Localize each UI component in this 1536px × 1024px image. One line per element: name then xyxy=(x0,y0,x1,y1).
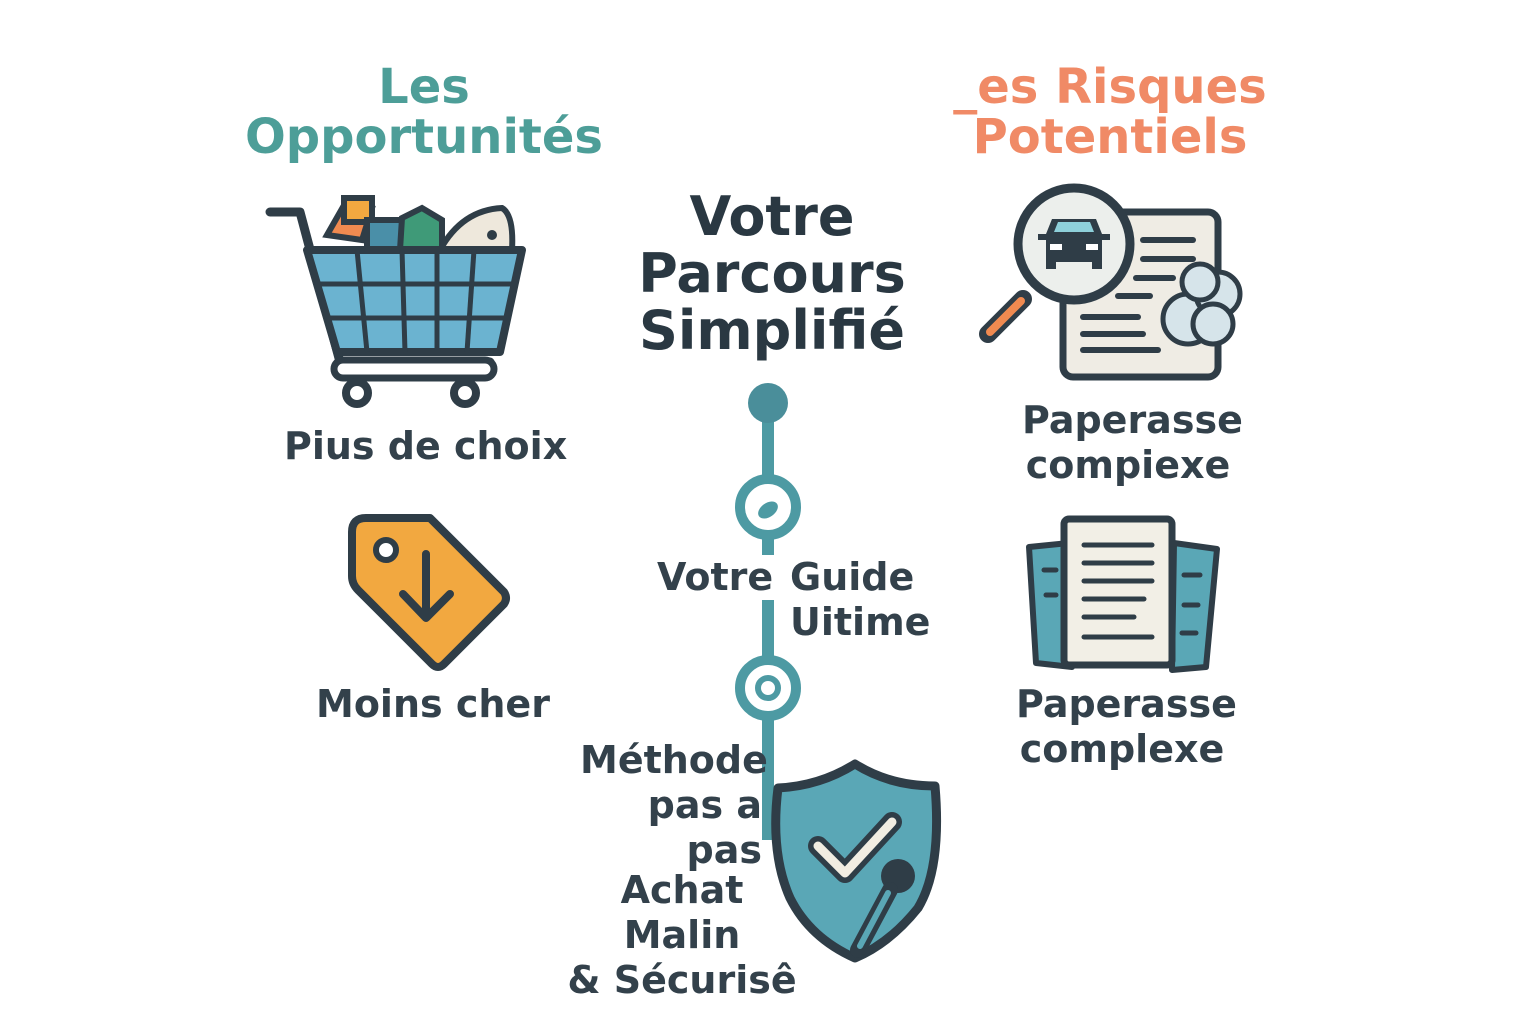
timeline xyxy=(735,383,801,840)
label-line: complexe xyxy=(1019,727,1225,771)
label-line: Paperasse xyxy=(1016,682,1237,726)
step-method-label: Méthode pas a pas xyxy=(580,738,768,873)
title-line: Les xyxy=(378,59,470,115)
title-line: Opportunités xyxy=(245,109,603,165)
title-line: Simplifié xyxy=(639,299,905,362)
timeline-start-dot xyxy=(748,383,788,423)
title-line: _es Risques xyxy=(953,59,1267,115)
label-line: Paperasse xyxy=(1022,398,1243,442)
label-line: Uitime xyxy=(790,600,931,644)
step-guide-label: Guide Uitime xyxy=(790,555,930,645)
label-line: compiexe xyxy=(1025,443,1231,487)
magnifier-car-document-icon xyxy=(979,183,1243,381)
opportunities-title: Les Opportunités xyxy=(224,62,624,162)
paperwork-label-2: Paperasse complexe xyxy=(1016,682,1237,772)
label-line: Guide xyxy=(790,555,915,599)
shopping-cart-icon xyxy=(265,195,526,408)
risks-title: _es Risques Potentiels xyxy=(910,62,1310,162)
step-votre-label: Votre xyxy=(657,555,778,600)
label-line: Méthode xyxy=(580,738,768,782)
title-line: Potentiels xyxy=(972,109,1248,165)
title-line: Votre xyxy=(689,185,855,248)
documents-stack-icon xyxy=(1026,515,1220,673)
step-secure-purchase-label: Achat Malin & Sécurisê xyxy=(564,868,800,1003)
more-choice-label: Pius de choix xyxy=(284,424,568,468)
journey-title: Votre Parcours Simplifié xyxy=(572,188,972,359)
label-line: pas a pas xyxy=(647,783,762,872)
cheaper-label: Moins cher xyxy=(316,682,550,726)
shield-check-key-icon xyxy=(771,759,942,963)
title-line: Parcours xyxy=(638,242,906,305)
label-line: & Sécurisê xyxy=(567,958,797,1002)
paperwork-label-1: Paperasse compiexe xyxy=(1022,398,1243,488)
timeline-node xyxy=(735,655,801,721)
price-tag-down-icon xyxy=(348,514,510,671)
label-line: Achat Malin xyxy=(620,868,744,957)
